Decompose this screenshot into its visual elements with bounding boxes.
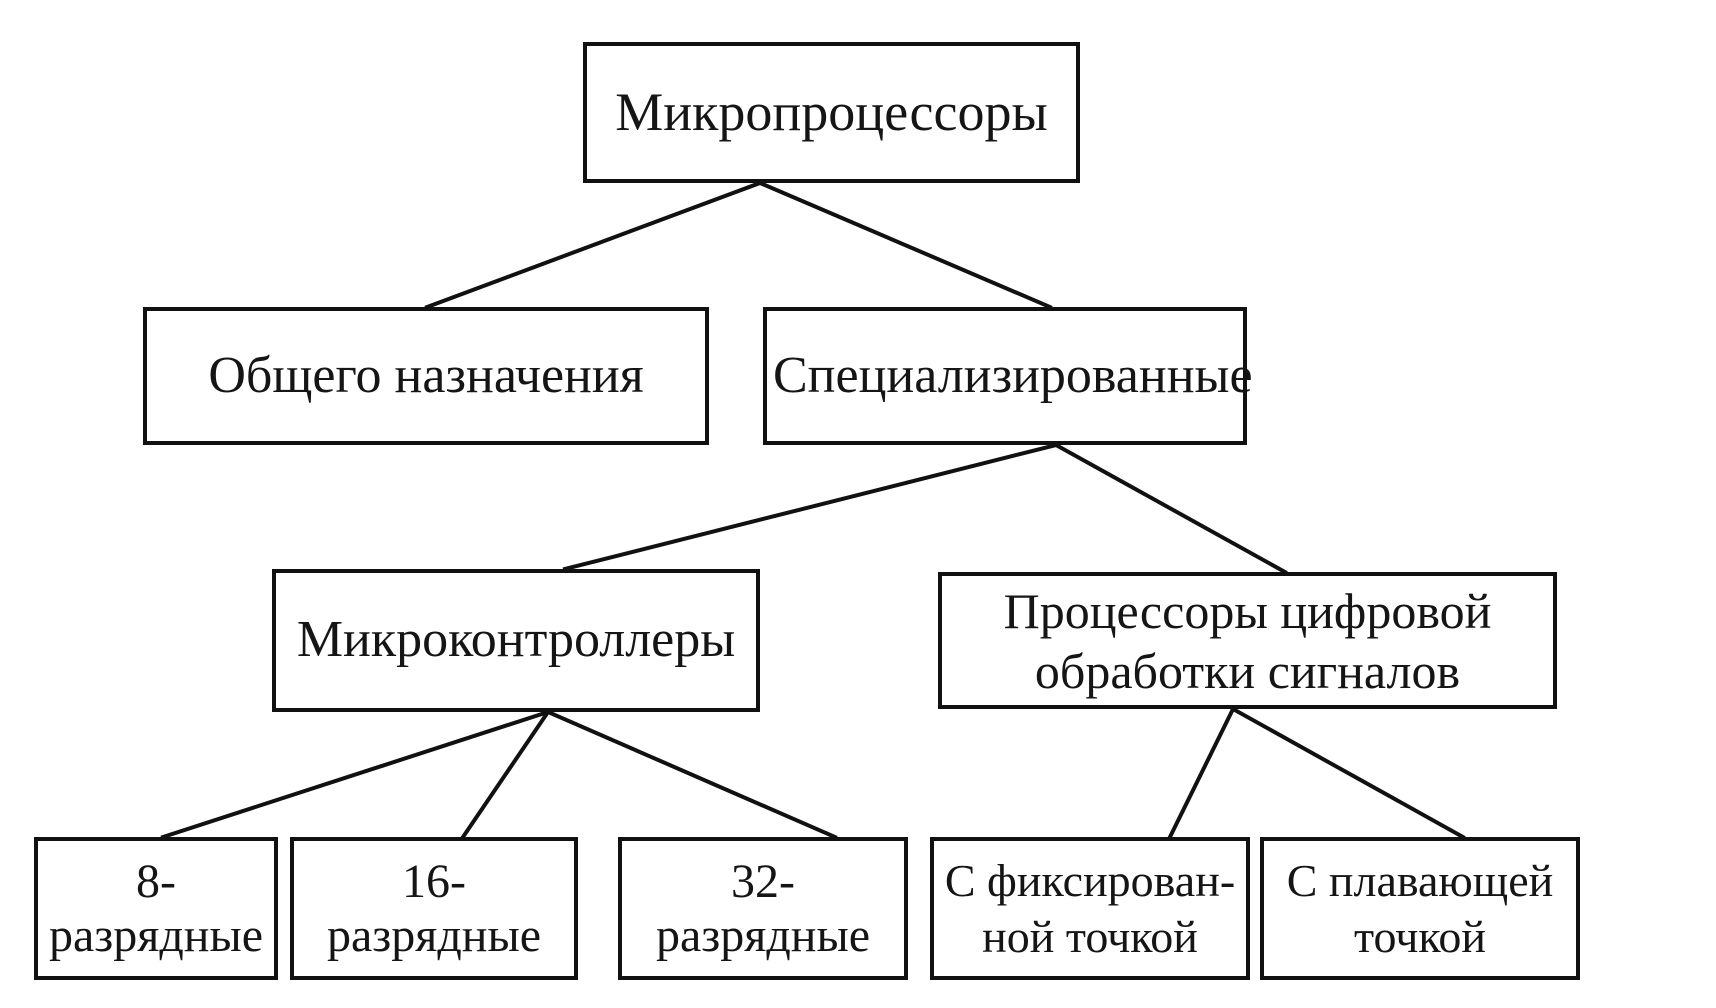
node-label: Специализированные xyxy=(773,346,1253,404)
node-32-bit[interactable]: 32-разрядные xyxy=(618,837,908,980)
node-label: Общего назначения xyxy=(208,346,644,404)
node-16-bit[interactable]: 16-разрядные xyxy=(290,837,578,980)
node-digital-signal-processors[interactable]: Процессоры цифровой обработки сигналов xyxy=(938,572,1557,709)
node-specialized[interactable]: Специализированные xyxy=(763,307,1253,445)
edge-dsp-float xyxy=(1230,706,1466,840)
edge-mcu-bit32 xyxy=(545,709,838,840)
node-microcontrollers[interactable]: Микроконтроллеры xyxy=(272,569,760,712)
node-floating-point[interactable]: С плавающей точкой xyxy=(1260,837,1580,980)
edge-dsp-fixed xyxy=(1167,706,1236,840)
node-fixed-point[interactable]: С фиксирован- ной точкой xyxy=(930,837,1250,980)
node-general-purpose[interactable]: Общего назначения xyxy=(143,307,709,445)
edge-mcu-bit16 xyxy=(460,709,551,840)
edge-special-dsp xyxy=(1053,442,1288,575)
edge-mcu-bit8 xyxy=(160,709,551,840)
node-8-bit[interactable]: 8-разрядные xyxy=(34,837,278,980)
node-label: Микропроцессоры xyxy=(615,82,1048,143)
node-label: Микроконтроллеры xyxy=(296,611,736,669)
node-label: 16-разрядные xyxy=(326,854,541,962)
node-microprocessors[interactable]: Микропроцессоры xyxy=(583,42,1080,183)
edge-special-mcu xyxy=(562,442,1059,572)
edge-root-general xyxy=(424,180,763,310)
node-label: 8-разрядные xyxy=(48,854,263,962)
node-label: С фиксирован- ной точкой xyxy=(944,855,1236,962)
node-label: Процессоры цифровой обработки сигналов xyxy=(1003,582,1492,699)
edge-root-special xyxy=(757,180,1053,310)
node-label: С плавающей точкой xyxy=(1286,855,1554,962)
node-label: 32-разрядные xyxy=(655,854,870,962)
